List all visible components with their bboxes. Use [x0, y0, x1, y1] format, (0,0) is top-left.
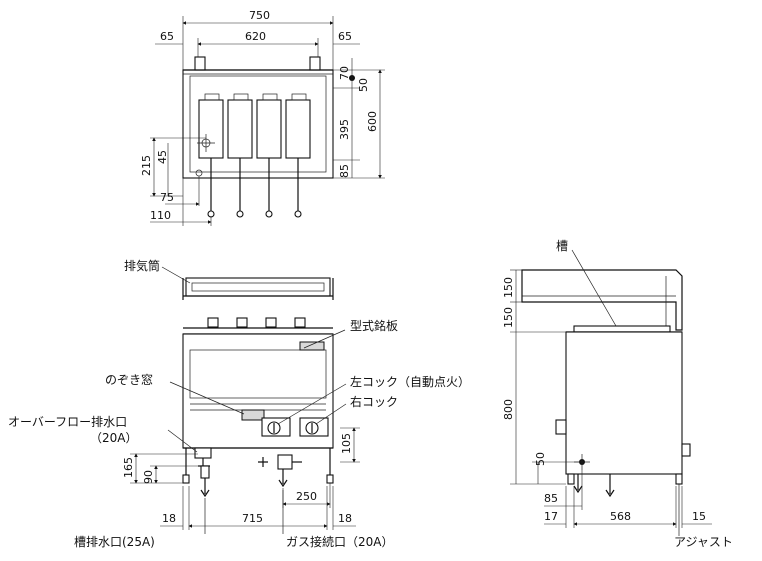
dim-15: 15 — [692, 510, 706, 523]
label-adjuster: アジャスト — [674, 535, 733, 549]
label-left-cock: 左コック（自動点火） — [350, 374, 470, 389]
dim-45: 45 — [156, 150, 169, 164]
dim-750: 750 — [249, 9, 270, 22]
dim-110: 110 — [150, 209, 171, 222]
dim-600: 600 — [366, 111, 379, 132]
label-tank-drain: 槽排水口(25A) — [74, 535, 155, 549]
dim-17: 17 — [544, 510, 558, 523]
label-exhaust: 排気筒 — [124, 258, 160, 273]
dim-165: 165 — [122, 457, 135, 478]
dim-105: 105 — [340, 433, 353, 454]
dim-18-right: 18 — [338, 512, 352, 525]
dim-65-left: 65 — [160, 30, 174, 43]
dim-250: 250 — [296, 490, 317, 503]
label-sight-window: のぞき窓 — [105, 372, 153, 387]
top-view: 750 65 620 65 — [140, 9, 385, 226]
dim-50-side: 50 — [534, 452, 547, 466]
label-right-cock: 右コック — [350, 394, 398, 409]
dim-50: 50 — [357, 78, 370, 92]
basket-group — [198, 93, 311, 218]
side-view: 槽 150 150 800 50 85 17 568 15 アジャスト — [502, 239, 733, 549]
label-gas-inlet: ガス接続口（20A） — [286, 534, 393, 549]
dim-395: 395 — [338, 119, 351, 140]
dim-568: 568 — [610, 510, 631, 523]
dim-90: 90 — [142, 470, 155, 484]
front-view: 排気筒 型式銘板 のぞき窓 左コック（自動点火） 右コック オーバーフロー排水口… — [8, 258, 470, 549]
dim-620: 620 — [245, 30, 266, 43]
dim-75: 75 — [160, 191, 174, 204]
dim-150-lower: 150 — [502, 307, 515, 328]
dim-85: 85 — [338, 164, 351, 178]
dim-715: 715 — [242, 512, 263, 525]
dim-18-left: 18 — [162, 512, 176, 525]
sight-window — [241, 409, 265, 421]
label-overflow-drain: オーバーフロー排水口 — [8, 415, 127, 429]
label-rating-plate: 型式銘板 — [350, 318, 398, 333]
dim-800: 800 — [502, 399, 515, 420]
dim-150-upper: 150 — [502, 277, 515, 298]
label-overflow-drain-size: （20A） — [90, 431, 137, 445]
dim-70: 70 — [338, 66, 351, 80]
dim-85-side: 85 — [544, 492, 558, 505]
dim-215: 215 — [140, 155, 153, 176]
dim-65-right: 65 — [338, 30, 352, 43]
label-tank: 槽 — [556, 239, 568, 253]
